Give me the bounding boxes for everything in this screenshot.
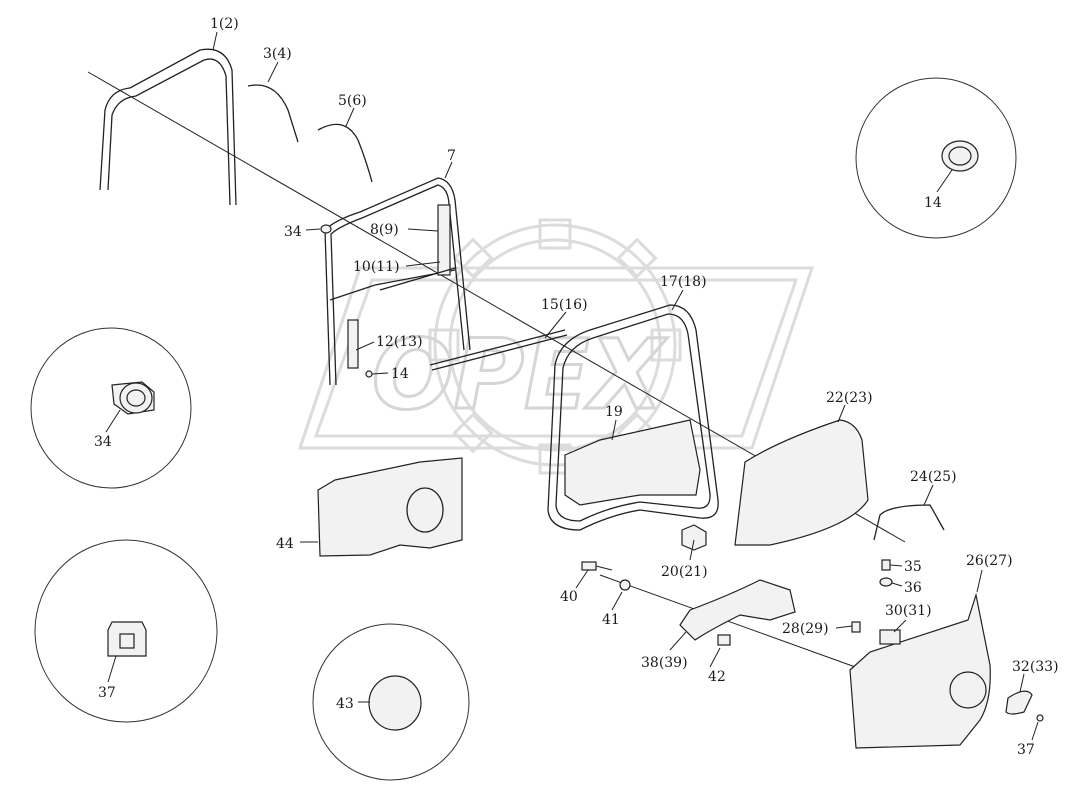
- part-3-strip: [247, 84, 299, 143]
- part-42-pin: [717, 634, 731, 646]
- axis-line-lower: [599, 574, 859, 669]
- part-40-bolt: [581, 561, 613, 571]
- part-38-armrest-bracket: [679, 579, 796, 641]
- callout-5: 5(6): [338, 93, 367, 109]
- callout-15: 15(16): [541, 297, 588, 313]
- part-32-handle-cup: [1005, 690, 1033, 715]
- watermark-text: OPEX: [372, 319, 668, 431]
- part-8-bracket: [437, 204, 451, 276]
- callout-8: 8(9): [370, 222, 399, 238]
- watermark-frame-inner: [313, 278, 799, 438]
- part-37-screw: [1036, 714, 1044, 722]
- callout-38: 38(39): [641, 655, 688, 671]
- part-7-frame-seal: [324, 177, 471, 386]
- callout-26: 26(27): [966, 553, 1013, 569]
- detail-circle-37: [34, 539, 218, 723]
- callout-40: 40: [560, 589, 578, 605]
- callout-12: 12(13): [376, 334, 423, 350]
- part-34-bumper: [320, 224, 332, 234]
- detail-circle-14: [855, 77, 1017, 239]
- part-12-guide: [347, 319, 359, 369]
- part-20-hinge: [681, 524, 707, 551]
- callout-labels: 1(2) 3(4) 5(6) 7 8(9) 10(11) 12(13) 14 1…: [94, 16, 1059, 758]
- callout-1: 1(2): [210, 16, 239, 32]
- callout-32: 32(33): [1012, 659, 1059, 675]
- part-35-screw: [881, 559, 891, 571]
- callout-35: 35: [904, 559, 922, 575]
- callout-19: 19: [605, 404, 623, 420]
- callout-37-small: 37: [1017, 742, 1035, 758]
- watermark-frame-outer: [297, 266, 815, 450]
- detail-circle-34: [30, 327, 192, 489]
- speaker-grille: [949, 671, 987, 709]
- callout-20: 20(21): [661, 564, 708, 580]
- callout-41: 41: [602, 612, 620, 628]
- callout-22: 22(23): [826, 390, 873, 406]
- callout-24: 24(25): [910, 469, 957, 485]
- callout-34-small: 34: [284, 224, 302, 240]
- callout-3: 3(4): [263, 46, 292, 62]
- part-26-trim-panel: [849, 592, 991, 749]
- part-10-channel: [379, 267, 456, 291]
- part-28-clip: [851, 621, 861, 633]
- part-44-speaker-cutout: [406, 487, 444, 533]
- callout-36: 36: [904, 580, 922, 596]
- callout-34-detail: 34: [94, 434, 112, 450]
- callout-43: 43: [336, 696, 354, 712]
- part-41-washer: [619, 579, 631, 591]
- part-19-inner-panel: [564, 419, 701, 506]
- callout-14-detail: 14: [924, 195, 942, 211]
- part-17-door-seal: [547, 304, 719, 531]
- part-15-belt-strip: [429, 329, 568, 371]
- part-22-door-glass: [734, 419, 869, 546]
- part-44-insulation-panel: [317, 457, 463, 557]
- leader-lines: [105, 31, 1039, 741]
- callout-44: 44: [276, 536, 294, 552]
- callout-7: 7: [447, 148, 456, 164]
- part-24-grab-handle: [873, 504, 945, 541]
- callout-14-small: 14: [391, 366, 409, 382]
- callout-10: 10(11): [353, 259, 400, 275]
- part-14-grommet: [365, 370, 373, 378]
- callout-37-detail: 37: [98, 685, 116, 701]
- part-30-switch: [879, 629, 901, 645]
- callout-28: 28(29): [782, 621, 829, 637]
- part-36-washer: [879, 577, 893, 587]
- callout-30: 30(31): [885, 603, 932, 619]
- part-1-weatherstrip: [99, 48, 237, 206]
- callout-17: 17(18): [660, 274, 707, 290]
- callout-42: 42: [708, 669, 726, 685]
- detail-circle-43: [312, 623, 470, 781]
- part-5-strip: [317, 123, 373, 183]
